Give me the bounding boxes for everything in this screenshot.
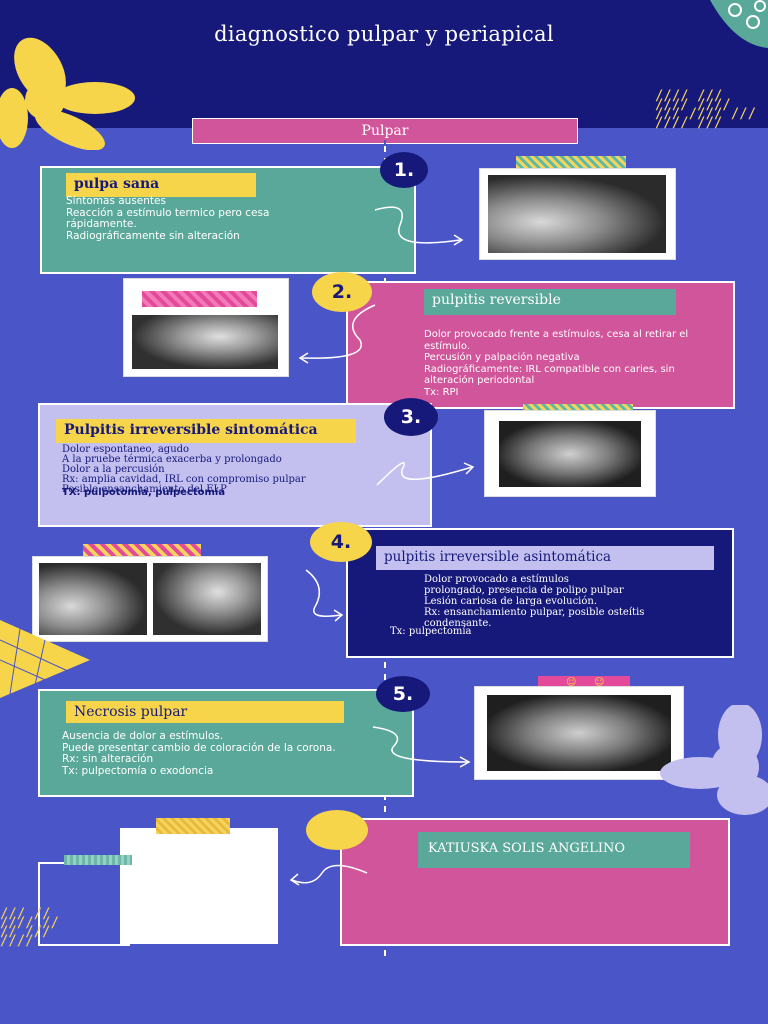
flower-decoration bbox=[0, 37, 135, 150]
tape-decoration bbox=[83, 544, 201, 556]
pattern-decoration bbox=[710, 0, 768, 48]
step-title: Necrosis pulpar bbox=[66, 701, 344, 723]
step-body: Ausencia de dolor a estímulos. Puede pre… bbox=[62, 730, 336, 777]
step-number-badge: 3. bbox=[384, 398, 438, 436]
step-card-1: pulpa sana Síntomas ausentes Reacción a … bbox=[40, 166, 416, 274]
step-body: Dolor espontaneo, agudo A la pruebe térm… bbox=[62, 444, 306, 495]
step-title: pulpitis reversible bbox=[424, 289, 676, 315]
step-number-badge: 2. bbox=[312, 272, 372, 312]
arrow-icon bbox=[374, 206, 464, 246]
author-card: KATIUSKA SOLIS ANGELINO bbox=[340, 818, 730, 946]
arrow-icon bbox=[372, 726, 471, 768]
step-body: Síntomas ausentes Reacción a estímulo te… bbox=[66, 195, 270, 242]
step-number-badge: 5. bbox=[376, 676, 430, 712]
xray-image bbox=[474, 686, 684, 780]
tape-decoration bbox=[516, 156, 626, 168]
hatch-decoration: /// // //// //// /// //// bbox=[0, 906, 60, 949]
flower-decoration bbox=[660, 705, 768, 815]
step-title: Pulpitis irreversible sintomática bbox=[56, 419, 356, 443]
arrow-icon bbox=[376, 461, 475, 486]
step-tx: TX: pulpotomía, pulpectomía bbox=[62, 487, 226, 498]
page-title: diagnostico pulpar y periapical bbox=[214, 22, 554, 46]
note-card bbox=[120, 828, 278, 944]
step-tx: Tx: pulpectomía bbox=[390, 626, 472, 637]
step-card-3: Pulpitis irreversible sintomática Dolor … bbox=[38, 403, 432, 527]
tape-decoration bbox=[142, 291, 257, 307]
step-body: Dolor provocado frente a estímulos, cesa… bbox=[424, 329, 689, 398]
step-card-4: pulpitis irreversible asintomática Dolor… bbox=[346, 528, 734, 658]
arrow-icon bbox=[298, 304, 376, 364]
step-number-badge: 1. bbox=[380, 152, 428, 188]
xray-image bbox=[484, 410, 656, 497]
arrow-icon bbox=[289, 864, 368, 886]
step-body: Dolor provocado a estímulos prolongado, … bbox=[424, 574, 645, 629]
arrow-icon bbox=[305, 569, 344, 622]
step-number-badge: 4. bbox=[310, 522, 372, 562]
tape-decoration bbox=[156, 818, 230, 834]
xray-image bbox=[32, 556, 268, 642]
yellow-badge bbox=[306, 810, 368, 850]
step-title: pulpa sana bbox=[66, 173, 256, 197]
hatch-decoration: //// /// //// /////// //// /// //// /// bbox=[655, 88, 757, 131]
step-title: pulpitis irreversible asintomática bbox=[376, 546, 714, 570]
step-card-5: Necrosis pulpar Ausencia de dolor a estí… bbox=[38, 689, 414, 797]
step-card-2: pulpitis reversible Dolor provocado fren… bbox=[346, 281, 735, 409]
section-label: Pulpar bbox=[192, 118, 578, 144]
tape-decoration bbox=[64, 855, 132, 865]
author-label-bg bbox=[418, 832, 690, 868]
xray-image bbox=[479, 168, 676, 260]
author-name: KATIUSKA SOLIS ANGELINO bbox=[428, 841, 626, 856]
grid-decoration bbox=[0, 620, 90, 698]
